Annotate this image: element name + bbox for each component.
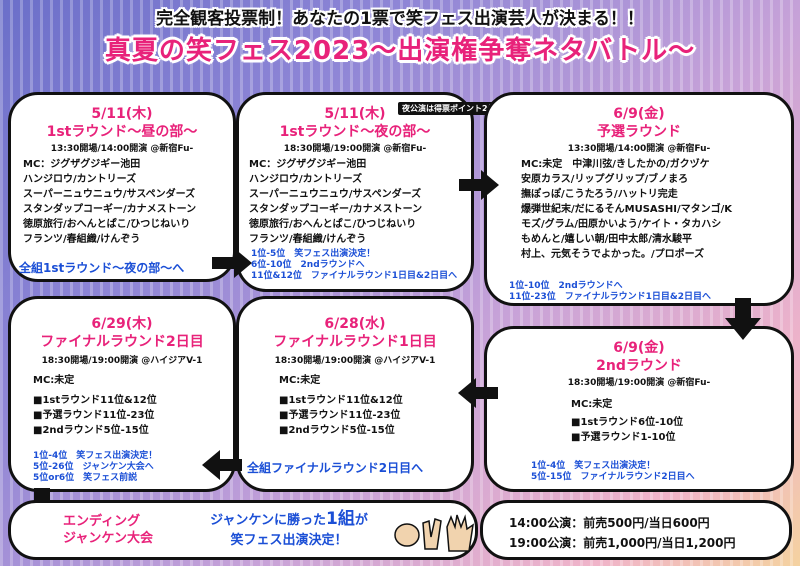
card-round-name: ファイナルラウンド2日目 bbox=[40, 334, 204, 350]
performer-line: 徳原旅行/おへんとぱこ/ひつじねいり bbox=[249, 219, 417, 230]
card-date: 6/9(金) bbox=[613, 106, 665, 122]
performer-line: 爆弾世紀末/だにるそんMUSASHI/マタンゴ/K bbox=[521, 204, 733, 215]
qualifier-line: ■1stラウンド11位&12位 bbox=[279, 395, 403, 406]
result-line: 6位-10位 2ndラウンドへ bbox=[251, 260, 365, 270]
qualifier-list: ■1stラウンド11位&12位 ■予選ラウンド11位-23位 ■2ndラウンド5… bbox=[33, 393, 157, 438]
performer-line: 安原カラス/リップグリップ/ブノまろ bbox=[521, 174, 689, 185]
performer-line: MC：ジグザグジギー池田 bbox=[23, 159, 141, 170]
card-venue-info: 18:30開場/19:00開演 @ハイジアV-1 bbox=[41, 356, 203, 366]
performer-line: モズ/グラム/田原かいよう/ケイト・タカハシ bbox=[521, 219, 722, 230]
card-2nd-round: 6/9(金) 2ndラウンド 18:30開場/19:00開演 @新宿Fu- MC… bbox=[484, 326, 794, 492]
result-line: 5位-15位 ファイナルラウンド2日目へ bbox=[531, 472, 695, 482]
performer-line: もめんと/嬉しい朝/田中太郎/清水駿平 bbox=[521, 234, 692, 245]
performer-line: スーパーニュウニュウ/サスペンダーズ bbox=[23, 189, 196, 200]
arrow-left-icon bbox=[458, 378, 498, 408]
round-results: 1位-10位 2ndラウンドへ 11位-23位 ファイナルラウンド1日目&2日目… bbox=[509, 281, 711, 303]
result-line: 1位-5位 笑フェス出演決定！ bbox=[251, 249, 376, 259]
round-results: 1位-4位 笑フェス出演決定！ 5位-15位 ファイナルラウンド2日目へ bbox=[531, 461, 695, 483]
card-round-name: 予選ラウンド bbox=[597, 124, 681, 140]
card-round-name: ファイナルラウンド1日目 bbox=[273, 334, 437, 350]
performer-line: フランツ/春組織/けんぞう bbox=[23, 234, 141, 245]
price-evening: 19:00公演：前売1,000円/当日1,200円 bbox=[509, 536, 736, 550]
janken-winner-text: ジャンケンに勝った1組が bbox=[210, 509, 368, 529]
result-line: 11位&12位 ファイナルラウンド1日目&2日目へ bbox=[251, 271, 458, 281]
performer-line: MC:未定 中津川弦/きしたかの/ガクヅケ bbox=[521, 159, 710, 170]
card-round-name: 2ndラウンド bbox=[596, 358, 682, 374]
headline-voting: 完全観客投票制！あなたの1票で笑フェス出演芸人が決まる！！ bbox=[156, 9, 644, 29]
qualifier-list: ■1stラウンド6位-10位 ■予選ラウンド1-10位 bbox=[571, 415, 683, 445]
performer-list: MC：ジグザグジギー池田 ハンジロウ/カントリーズ スーパーニュウニュウ/サスペ… bbox=[23, 157, 196, 247]
performer-line: ハンジロウ/カントリーズ bbox=[249, 174, 363, 185]
card-round-name: 1stラウンド〜昼の部〜 bbox=[46, 124, 198, 140]
arrow-down-icon bbox=[725, 298, 761, 340]
qualifier-list: ■1stラウンド11位&12位 ■予選ラウンド11位-23位 ■2ndラウンド5… bbox=[279, 393, 403, 438]
performer-list: MC:未定 中津川弦/きしたかの/ガクヅケ 安原カラス/リップグリップ/ブノまろ… bbox=[521, 157, 732, 262]
performer-line: 徳原旅行/おへんとぱこ/ひつじねいり bbox=[23, 219, 191, 230]
night-bonus-note: 夜公演は得票ポイント2倍 bbox=[398, 102, 500, 115]
qualifier-line: ■予選ラウンド11位-23位 bbox=[279, 410, 401, 421]
performer-line: スタンダップコーギー/カナメストーン bbox=[23, 204, 197, 215]
card-final-round-day2: 6/29(木) ファイナルラウンド2日目 18:30開場/19:00開演 @ハイ… bbox=[8, 296, 236, 492]
result-line: 11位-23位 ファイナルラウンド1日目&2日目へ bbox=[509, 292, 711, 302]
card-venue-info: 18:30開場/19:00開演 @ハイジアV-1 bbox=[274, 356, 436, 366]
card-final-round-day1: 6/28(水) ファイナルラウンド1日目 18:30開場/19:00開演 @ハイ… bbox=[236, 296, 474, 492]
result-line: 5位-26位 ジャンケン大会へ bbox=[33, 462, 154, 472]
card-venue-info: 18:30開場/19:00開演 @新宿Fu- bbox=[567, 378, 711, 388]
qualifier-line: ■予選ラウンド1-10位 bbox=[571, 432, 676, 443]
performer-list: MC：ジグザグジギー池田 ハンジロウ/カントリーズ スーパーニュウニュウ/サスペ… bbox=[249, 157, 422, 247]
ending-banner: エンディング ジャンケン大会 ジャンケンに勝った1組が 笑フェス出演決定！ bbox=[8, 500, 478, 560]
janken-event-label: ジャンケン大会 bbox=[63, 531, 153, 546]
qualifier-line: ■2ndラウンド5位-15位 bbox=[279, 425, 395, 436]
mc-line: MC:未定 bbox=[571, 399, 613, 410]
performer-line: フランツ/春組織/けんぞう bbox=[249, 234, 367, 245]
card-venue-info: 18:30開場/19:00開演 @新宿Fu- bbox=[283, 144, 427, 154]
qualifier-line: ■1stラウンド6位-10位 bbox=[571, 417, 684, 428]
arrow-right-icon bbox=[459, 170, 499, 200]
performer-line: 撫ぽっぽ/こうたろう/ハットリ完走 bbox=[521, 189, 678, 200]
page-title: 真夏の笑フェス2023〜出演権争奪ネタバトル〜 bbox=[104, 36, 696, 66]
janken-winner-result: 笑フェス出演決定！ bbox=[230, 533, 348, 548]
card-round-name: 1stラウンド〜夜の部〜 bbox=[279, 124, 431, 140]
card-date: 5/11(木) bbox=[324, 106, 386, 122]
qualifier-line: ■2ndラウンド5位-15位 bbox=[33, 425, 149, 436]
qualifier-line: ■1stラウンド11位&12位 bbox=[33, 395, 157, 406]
card-preliminary-round: 6/9(金) 予選ラウンド 13:30開場/14:00開演 @新宿Fu- MC:… bbox=[484, 92, 794, 306]
performer-line: スーパーニュウニュウ/サスペンダーズ bbox=[249, 189, 422, 200]
card-date: 5/11(木) bbox=[91, 106, 153, 122]
card-1st-round-night: 5/11(木) 1stラウンド〜夜の部〜 18:30開場/19:00開演 @新宿… bbox=[236, 92, 474, 292]
round-results: 1位-5位 笑フェス出演決定！ 6位-10位 2ndラウンドへ 11位&12位 … bbox=[251, 249, 457, 282]
result-line: 1位-4位 笑フェス出演決定！ bbox=[33, 451, 158, 461]
result-line: 1位-4位 笑フェス出演決定！ bbox=[531, 461, 656, 471]
round-results: 1位-4位 笑フェス出演決定！ 5位-26位 ジャンケン大会へ 5位or6位 笑… bbox=[33, 451, 157, 484]
next-round-link: 全組ファイナルラウンド2日目へ bbox=[247, 461, 424, 475]
result-line: 1位-10位 2ndラウンドへ bbox=[509, 281, 623, 291]
arrow-right-icon bbox=[212, 248, 252, 278]
ticket-price-panel: 14:00公演：前売500円/当日600円 19:00公演：前売1,000円/当… bbox=[480, 500, 792, 560]
result-line: 5位or6位 笑フェス前説 bbox=[33, 473, 138, 483]
price-afternoon: 14:00公演：前売500円/当日600円 bbox=[509, 516, 710, 530]
qualifier-line: ■予選ラウンド11位-23位 bbox=[33, 410, 155, 421]
mc-line: MC:未定 bbox=[33, 375, 75, 386]
mc-line: MC:未定 bbox=[279, 375, 321, 386]
card-date: 6/28(水) bbox=[324, 316, 386, 332]
performer-line: ハンジロウ/カントリーズ bbox=[23, 174, 137, 185]
performer-line: スタンダップコーギー/カナメストーン bbox=[249, 204, 423, 215]
arrow-left-icon bbox=[202, 450, 242, 480]
card-date: 6/29(木) bbox=[91, 316, 153, 332]
card-venue-info: 13:30開場/14:00開演 @新宿Fu- bbox=[50, 144, 194, 154]
performer-line: MC：ジグザグジギー池田 bbox=[249, 159, 367, 170]
next-round-link: 全組1stラウンド〜夜の部〜へ bbox=[19, 261, 185, 275]
performer-line: 村上、元気そうでよかった。/プロポーズ bbox=[521, 249, 705, 260]
rock-paper-scissors-icon bbox=[394, 514, 475, 552]
card-venue-info: 13:30開場/14:00開演 @新宿Fu- bbox=[567, 144, 711, 154]
ending-label: エンディング bbox=[63, 514, 141, 529]
card-date: 6/9(金) bbox=[613, 340, 665, 356]
card-1st-round-day: 5/11(木) 1stラウンド〜昼の部〜 13:30開場/14:00開演 @新宿… bbox=[8, 92, 236, 282]
